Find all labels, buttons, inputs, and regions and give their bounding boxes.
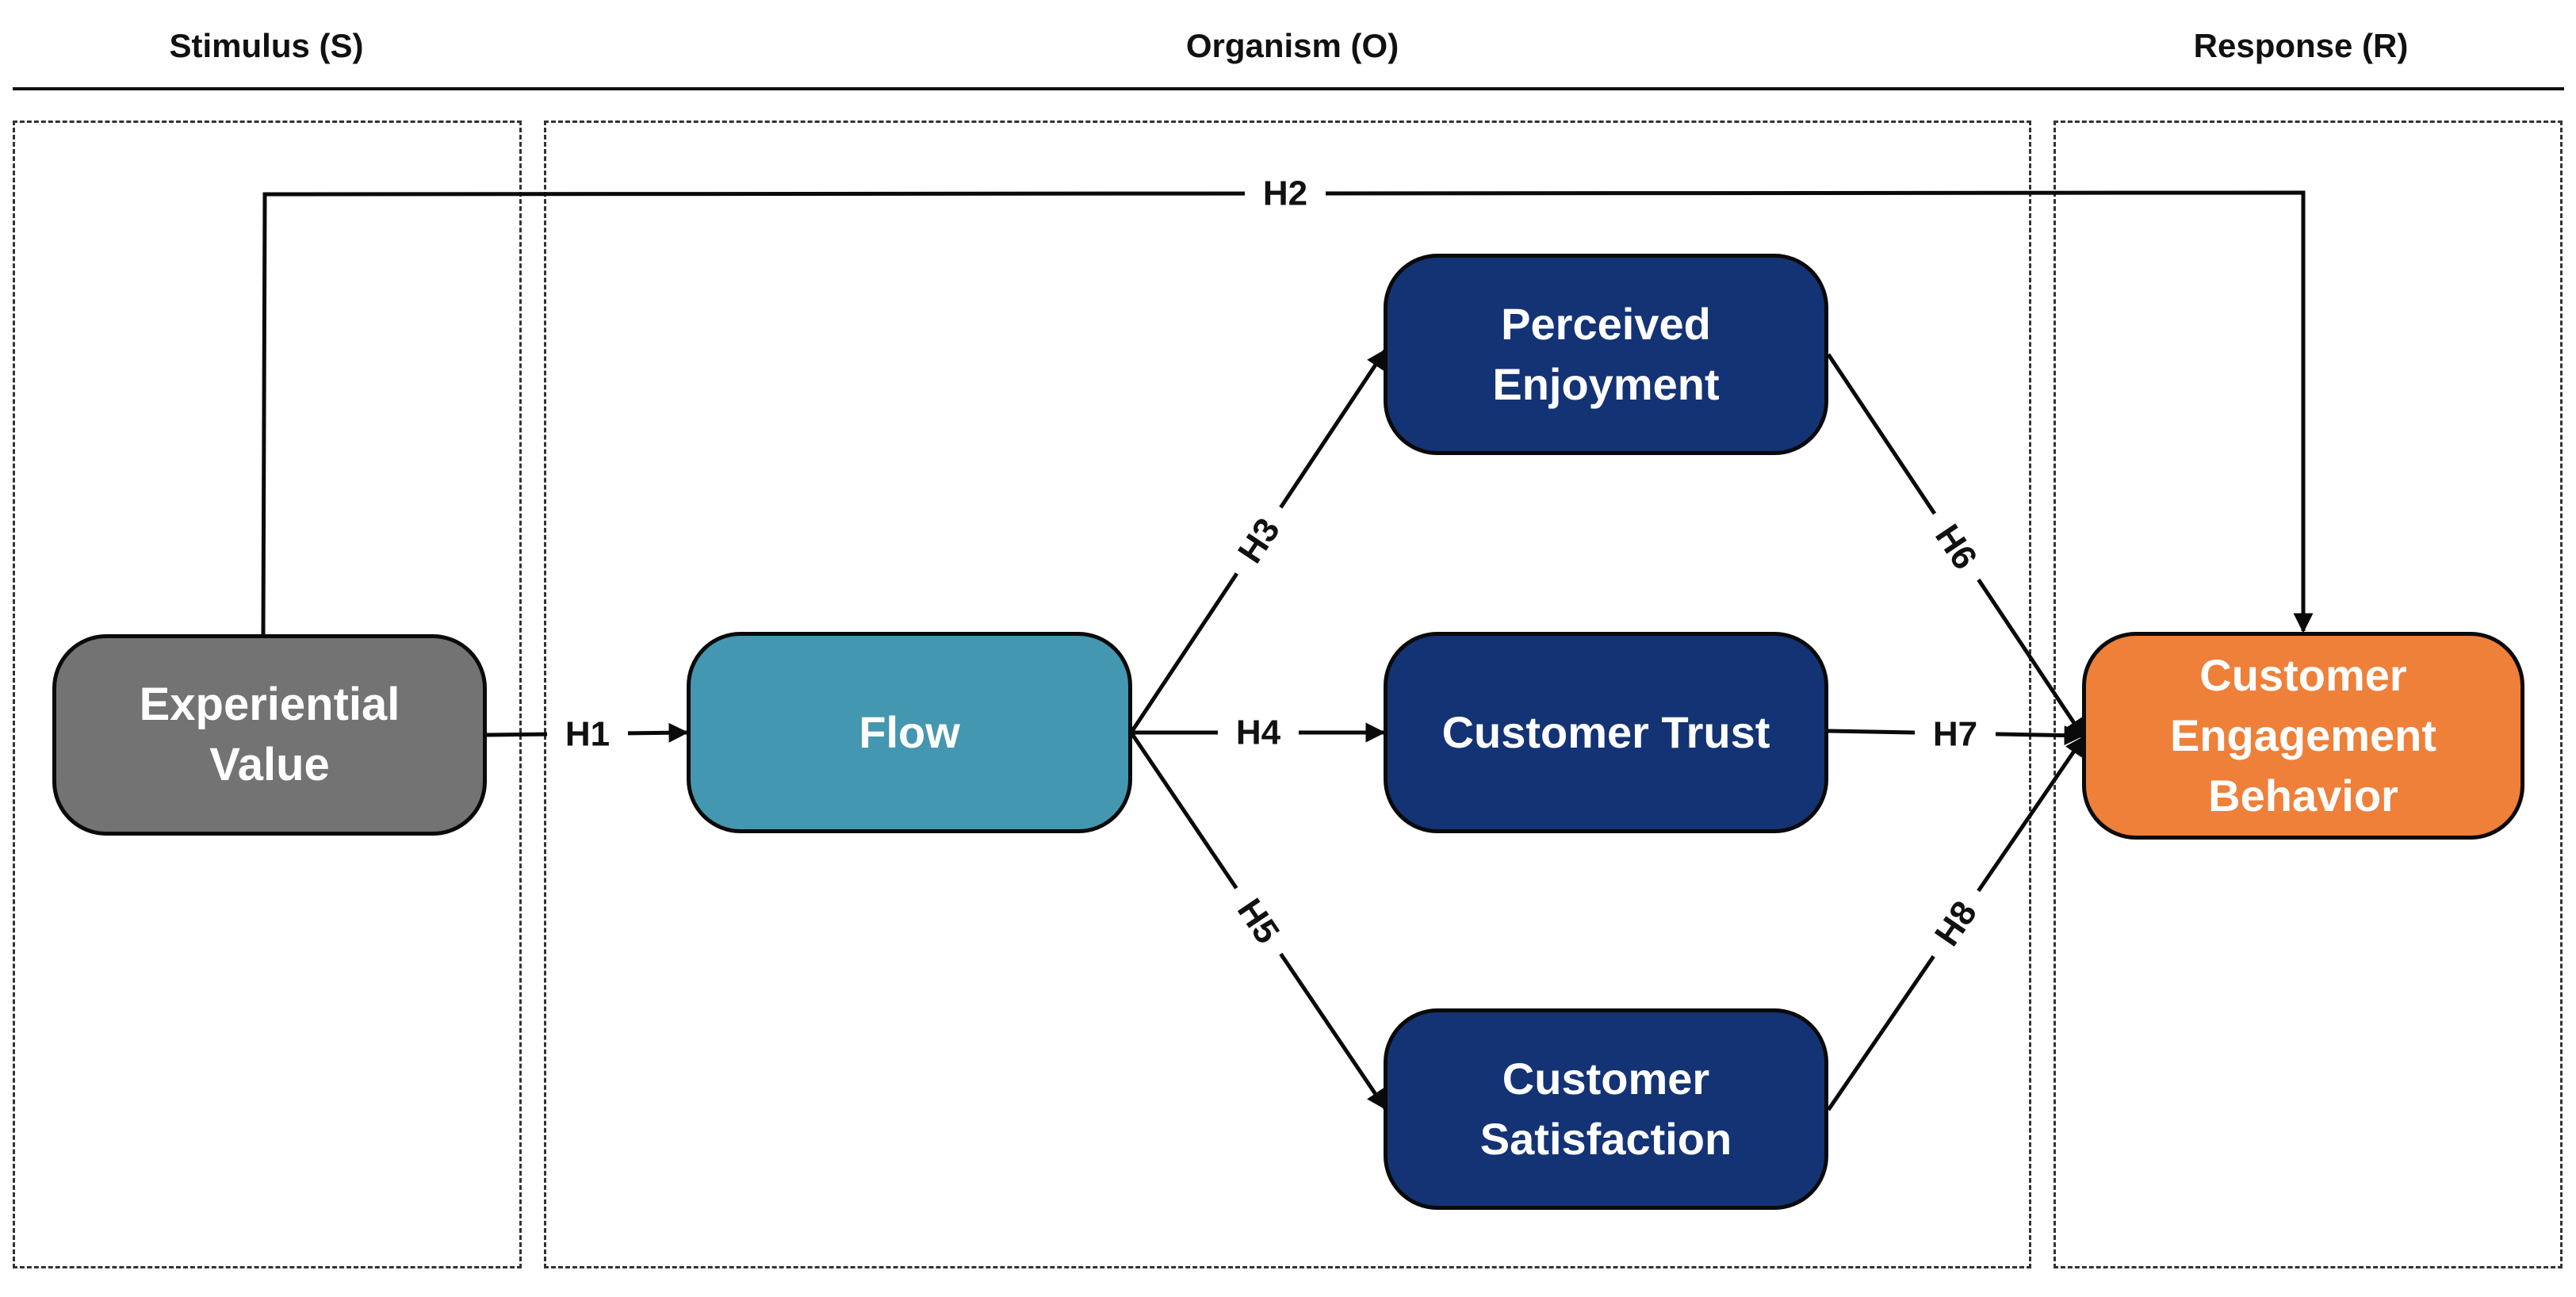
- h4-label: H4: [1236, 714, 1281, 752]
- customer-engagement-behavior-node: Customer Engagement Behavior: [2082, 632, 2524, 840]
- h5-edge: H5: [1130, 733, 1388, 1111]
- customer-engagement-behavior-label: Customer Engagement Behavior: [2169, 650, 2437, 821]
- h5-label-bg: [1217, 875, 1299, 967]
- h6-label-bg: [1915, 501, 1997, 593]
- h1-label-bg: [547, 712, 628, 756]
- response-header: Response (R): [2193, 27, 2409, 64]
- experiential-value-label: Experiential Value: [139, 679, 400, 790]
- h7-edge: H7: [1828, 712, 2084, 756]
- organism-header: Organism (O): [1185, 27, 1399, 64]
- h3-edge: H3: [1130, 348, 1388, 733]
- perceived-enjoyment-node: Perceived Enjoyment: [1384, 254, 1828, 455]
- perceived-enjoyment-label: Perceived Enjoyment: [1492, 299, 1720, 409]
- h1-label: H1: [565, 715, 610, 754]
- customer-satisfaction-node: Customer Satisfaction: [1384, 1008, 1828, 1210]
- experiential-value-node: Experiential Value: [52, 634, 487, 836]
- h2-edge: H2: [261, 171, 2314, 635]
- h3-label-bg: [1219, 495, 1299, 587]
- organism-group: [544, 121, 2031, 1268]
- h2-label-bg: [1245, 171, 1326, 216]
- stimulus-header: Stimulus (S): [169, 27, 364, 64]
- flow-node: Flow: [687, 632, 1132, 833]
- header-divider: [13, 87, 2564, 90]
- customer-satisfaction-label: Customer Satisfaction: [1479, 1054, 1732, 1164]
- stimulus-group: [13, 121, 522, 1268]
- h7-label-bg: [1915, 712, 1996, 756]
- h8-edge: H8: [1826, 735, 2086, 1111]
- h8-label-bg: [1915, 878, 1997, 970]
- h7-label: H7: [1933, 715, 1977, 754]
- flow-label: Flow: [859, 707, 960, 757]
- customer-trust-label: Customer Trust: [1441, 707, 1770, 757]
- h1-edge: H1: [486, 712, 689, 756]
- customer-trust-node: Customer Trust: [1384, 632, 1828, 833]
- h4-edge: H4: [1132, 710, 1386, 755]
- h6-edge: H6: [1826, 353, 2086, 740]
- h4-label-bg: [1218, 710, 1299, 755]
- h2-arrow: [261, 190, 2314, 635]
- h2-label: H2: [1263, 174, 1307, 213]
